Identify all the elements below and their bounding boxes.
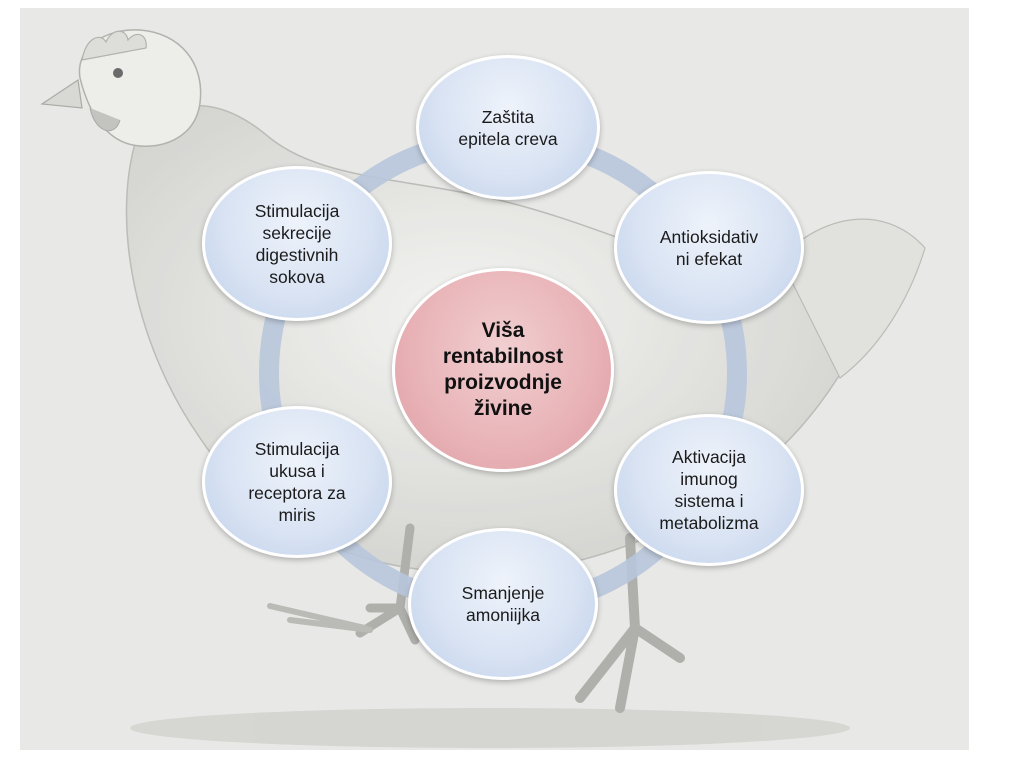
- node-label: Smanjenje amoniijka: [461, 583, 545, 625]
- chicken-shadow: [130, 708, 850, 748]
- node-antioksidativni-efekat: Antioksidativ ni efekat: [614, 171, 804, 324]
- chicken-eye: [113, 68, 123, 78]
- chicken-wattle: [89, 107, 121, 132]
- node-stimulacija-ukusa: Stimulacija ukusa i receptora za miris: [202, 406, 392, 558]
- node-label: Aktivacija imunog sistema i metabolizma: [659, 447, 759, 533]
- center-label: Viša rentabilnost proizvodnje živine: [442, 319, 564, 420]
- node-smanjenje-amonijaka: Smanjenje amoniijka: [408, 528, 598, 680]
- chicken-comb: [81, 30, 147, 61]
- diagram-frame: Zaštita epitela creva Antioksidativ ni e…: [20, 8, 969, 750]
- node-label: Stimulacija sekrecije digestivnih sokova: [254, 200, 340, 287]
- chicken-left-foot: [267, 603, 373, 633]
- chicken-beak: [40, 78, 83, 109]
- node-stimulacija-sekrecije: Stimulacija sekrecije digestivnih sokova: [202, 166, 392, 321]
- node-label: Stimulacija ukusa i receptora za miris: [248, 439, 346, 525]
- node-zastita-epitela-creva: Zaštita epitela creva: [416, 55, 600, 200]
- chicken-left-leg: [355, 523, 420, 645]
- node-label: Antioksidativ ni efekat: [659, 226, 759, 269]
- chicken-tail: [779, 218, 926, 379]
- center-node: Viša rentabilnost proizvodnje živine: [392, 268, 614, 472]
- node-aktivacija-imunog-sistema: Aktivacija imunog sistema i metabolizma: [614, 414, 804, 566]
- node-label: Zaštita epitela creva: [458, 106, 558, 149]
